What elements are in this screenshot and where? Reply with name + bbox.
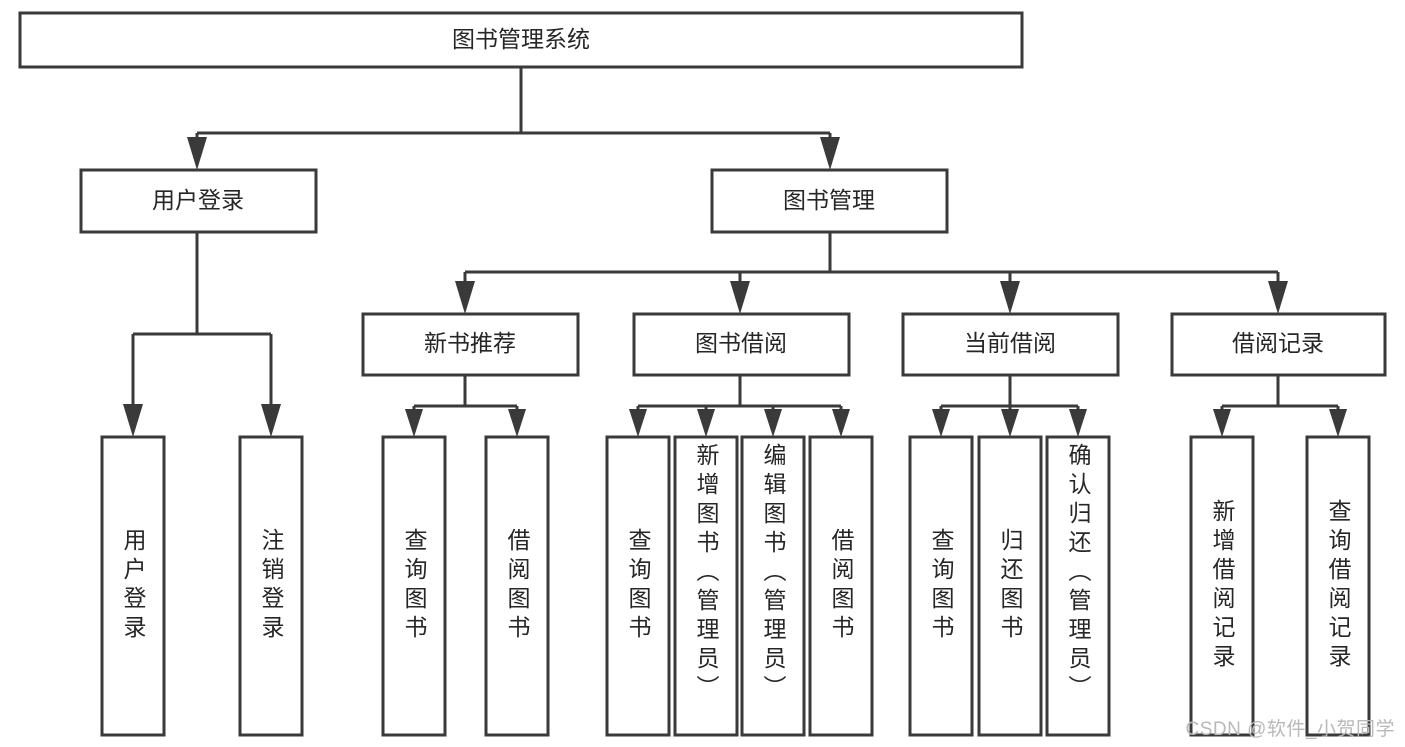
node-current-borrow[interactable]: 当前借阅 bbox=[901, 312, 1120, 377]
node-book-management[interactable]: 图书管理 bbox=[710, 168, 949, 234]
node-label-leaf-bb-1: 查询图书 bbox=[625, 528, 651, 644]
node-box-new-book-recommend[interactable] bbox=[361, 312, 580, 377]
leaf-box-group bbox=[100, 435, 1371, 737]
node-label-leaf-br-1: 新增借阅记录 bbox=[1209, 499, 1235, 673]
node-box-leaf-user-login-1[interactable] bbox=[100, 435, 166, 737]
connector-group-borrow-record bbox=[1213, 375, 1347, 437]
node-box-leaf-cb-2[interactable] bbox=[977, 435, 1043, 737]
node-box-book-management[interactable] bbox=[710, 168, 949, 234]
node-label-leaf-user-login-1: 用户登录 bbox=[120, 528, 146, 644]
node-box-leaf-br-2[interactable] bbox=[1305, 435, 1371, 737]
connector-group-current-borrow bbox=[932, 375, 1087, 437]
node-label-leaf-cb-1: 查询图书 bbox=[928, 528, 954, 644]
watermark-text: CSDN @软件_小贺同学 bbox=[1185, 719, 1395, 740]
node-box-leaf-br-1[interactable] bbox=[1189, 435, 1255, 737]
node-label-leaf-cb-2: 归还图书 bbox=[997, 528, 1023, 644]
node-label-leaf-bb-3: 编辑图书（管理员） bbox=[760, 443, 786, 704]
arrow-head-leaf-bb-1 bbox=[629, 409, 647, 437]
node-label-leaf-user-login-2: 注销登录 bbox=[258, 528, 284, 644]
arrow-head-leaf-nbr-2 bbox=[508, 409, 526, 437]
arrow-head-leaf-cb-1 bbox=[932, 409, 950, 437]
node-box-book-borrow[interactable] bbox=[632, 312, 851, 377]
node-box-root[interactable] bbox=[18, 11, 1024, 69]
node-box-leaf-user-login-2[interactable] bbox=[238, 435, 304, 737]
connector-group-book-mgmt bbox=[455, 232, 1288, 314]
node-new-book-recommend[interactable]: 新书推荐 bbox=[361, 312, 580, 377]
node-book-borrow[interactable]: 图书借阅 bbox=[632, 312, 851, 377]
node-label-leaf-bb-4: 借阅图书 bbox=[828, 528, 854, 644]
node-user-login[interactable]: 用户登录 bbox=[79, 168, 318, 234]
node-box-leaf-bb-2[interactable] bbox=[673, 435, 739, 737]
connector-group-new-book-recommend bbox=[405, 375, 526, 437]
node-label-book-borrow: 图书借阅 bbox=[695, 330, 787, 356]
node-label-leaf-nbr-2: 借阅图书 bbox=[504, 528, 530, 644]
node-label-book-management: 图书管理 bbox=[783, 187, 875, 213]
arrow-head-leaf-user-login-2 bbox=[261, 404, 281, 437]
arrow-head-book-borrow bbox=[730, 281, 750, 314]
arrow-head-book-mgmt bbox=[820, 137, 840, 170]
arrow-head-leaf-nbr-1 bbox=[405, 409, 423, 437]
node-box-leaf-cb-3[interactable] bbox=[1045, 435, 1111, 737]
node-box-user-login[interactable] bbox=[79, 168, 318, 234]
arrow-head-leaf-br-2 bbox=[1329, 409, 1347, 437]
node-label-current-borrow: 当前借阅 bbox=[964, 330, 1056, 356]
arrow-head-user-login bbox=[187, 137, 207, 170]
arrow-head-leaf-cb-3 bbox=[1069, 409, 1087, 437]
arrow-head-new-book-recommend bbox=[455, 281, 475, 314]
arrow-head-leaf-bb-3 bbox=[764, 409, 782, 437]
node-box-leaf-bb-4[interactable] bbox=[808, 435, 874, 737]
node-box-borrow-record[interactable] bbox=[1170, 312, 1387, 377]
arrow-head-leaf-bb-2 bbox=[697, 409, 715, 437]
node-label-leaf-br-2: 查询借阅记录 bbox=[1325, 499, 1351, 673]
arrow-head-borrow-record bbox=[1268, 281, 1288, 314]
arrow-head-leaf-br-1 bbox=[1213, 409, 1231, 437]
node-label-leaf-nbr-1: 查询图书 bbox=[401, 528, 427, 644]
leaf-label-group: 用户登录 注销登录 查询图书 借阅图书 查询图书 bbox=[120, 443, 1351, 704]
node-box-leaf-nbr-1[interactable] bbox=[381, 435, 447, 737]
node-label-leaf-cb-3: 确认归还（管理员） bbox=[1065, 443, 1091, 704]
arrow-head-leaf-cb-2 bbox=[1001, 409, 1019, 437]
connector-group-root bbox=[187, 67, 840, 170]
node-box-leaf-bb-3[interactable] bbox=[740, 435, 806, 737]
node-box-leaf-cb-1[interactable] bbox=[908, 435, 974, 737]
node-borrow-record[interactable]: 借阅记录 bbox=[1170, 312, 1387, 377]
node-box-leaf-nbr-2[interactable] bbox=[484, 435, 550, 737]
node-box-current-borrow[interactable] bbox=[901, 312, 1120, 377]
connector-group-user-login bbox=[123, 232, 281, 437]
node-label-root: 图书管理系统 bbox=[452, 26, 590, 52]
connector-group-book-borrow bbox=[629, 375, 850, 437]
node-book-management-system[interactable]: 图书管理系统 bbox=[18, 11, 1024, 69]
arrow-head-current-borrow bbox=[1000, 281, 1020, 314]
node-label-new-book-recommend: 新书推荐 bbox=[424, 330, 516, 356]
node-label-borrow-record: 借阅记录 bbox=[1232, 330, 1324, 356]
node-label-user-login: 用户登录 bbox=[152, 187, 244, 213]
node-box-leaf-bb-1[interactable] bbox=[605, 435, 671, 737]
arrow-head-leaf-bb-4 bbox=[832, 409, 850, 437]
node-label-leaf-bb-2: 新增图书（管理员） bbox=[693, 443, 719, 704]
arrow-head-leaf-user-login-1 bbox=[123, 404, 143, 437]
